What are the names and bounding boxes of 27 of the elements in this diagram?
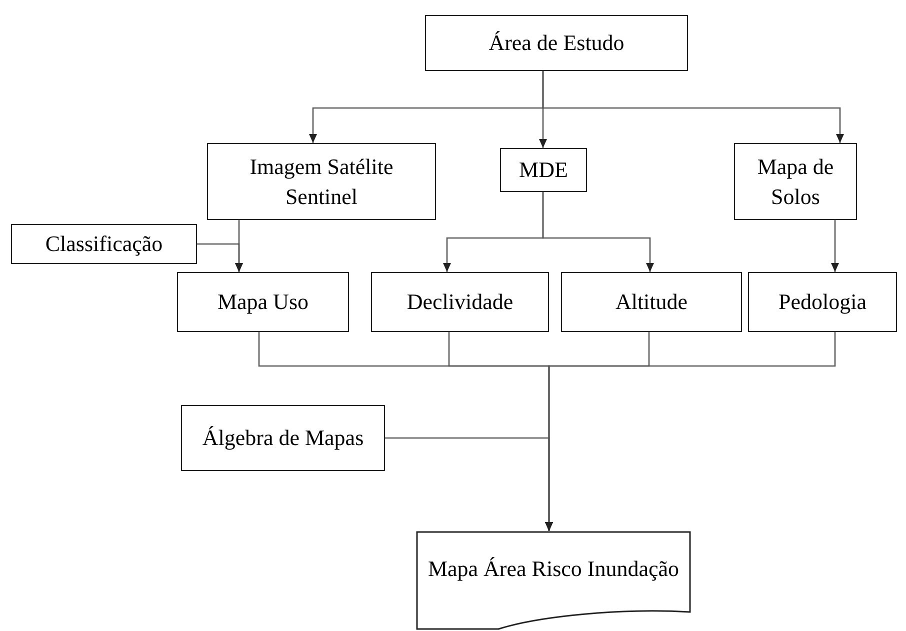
connector-arrow [542,71,844,143]
connector-arrow [385,437,553,531]
input-box [181,405,385,471]
node-label: Álgebra de Mapas [202,424,364,452]
node-label: Área de Estudo [488,29,624,58]
node-label: Mapa de Solos [756,152,835,210]
node-label: Mapa Uso [217,288,309,316]
node-label: Classificação [45,230,163,258]
connector-arrow [831,220,839,272]
connector-arrow [197,243,243,272]
node-label: Imagem Satélite Sentinel [248,152,394,210]
input-box [11,224,197,264]
process-box [748,272,897,332]
process-box [734,143,857,220]
process-box [561,272,742,332]
node-label: MDE [519,156,568,184]
process-box [177,272,349,332]
process-box [371,272,549,332]
node-label: Altitude [615,288,688,316]
node-label: Mapa Área Risco Inundação [428,554,680,583]
process-box [207,143,436,220]
process-box [425,15,688,71]
connector-arrow [542,192,654,272]
process-box [500,148,587,192]
document-shape [416,531,691,630]
node-label: Pedologia [778,288,866,316]
node-label: Declividade [406,288,514,316]
